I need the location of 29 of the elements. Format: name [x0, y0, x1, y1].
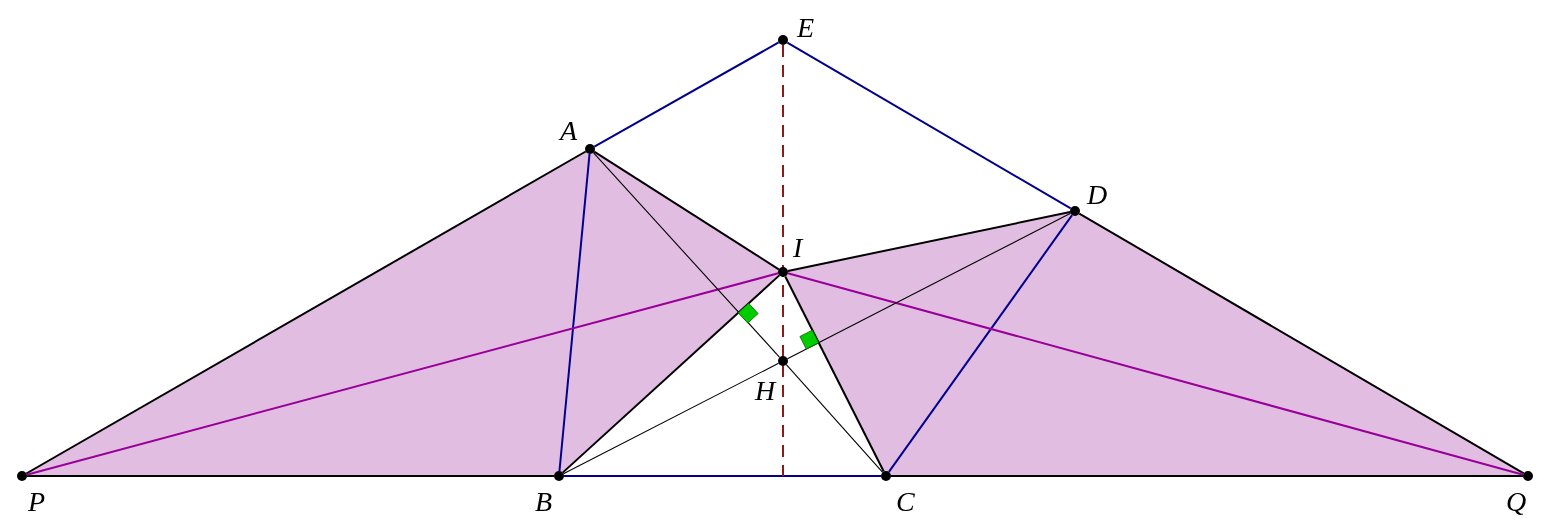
point-label: H	[755, 377, 776, 405]
line-segment	[786, 212, 1072, 360]
line-segment	[592, 152, 781, 358]
line-segment	[562, 362, 780, 475]
line-segment	[593, 41, 780, 148]
point-label: E	[797, 14, 815, 42]
line-segment	[558, 153, 591, 472]
line-segment	[563, 475, 882, 477]
line-segment	[25, 272, 780, 476]
line-segment	[786, 272, 1525, 476]
line-segment	[784, 275, 885, 473]
dashed-line	[782, 44, 784, 477]
point-label: A	[560, 117, 578, 145]
point-label: D	[1087, 181, 1108, 209]
line-segment	[1078, 212, 1525, 475]
line-segment	[786, 41, 1072, 210]
point-label: B	[535, 488, 553, 516]
line-segment	[26, 475, 555, 477]
line-segment	[561, 274, 781, 474]
point-label: I	[793, 234, 803, 262]
line-segment	[593, 150, 780, 271]
line-segment	[890, 475, 1524, 477]
point-label: C	[896, 488, 915, 516]
point-label: P	[28, 488, 46, 516]
line-segment	[25, 150, 587, 475]
line-segment	[887, 214, 1074, 473]
point-label: Q	[1506, 488, 1527, 516]
line-segment	[786, 211, 1072, 272]
line-segment	[785, 364, 884, 473]
